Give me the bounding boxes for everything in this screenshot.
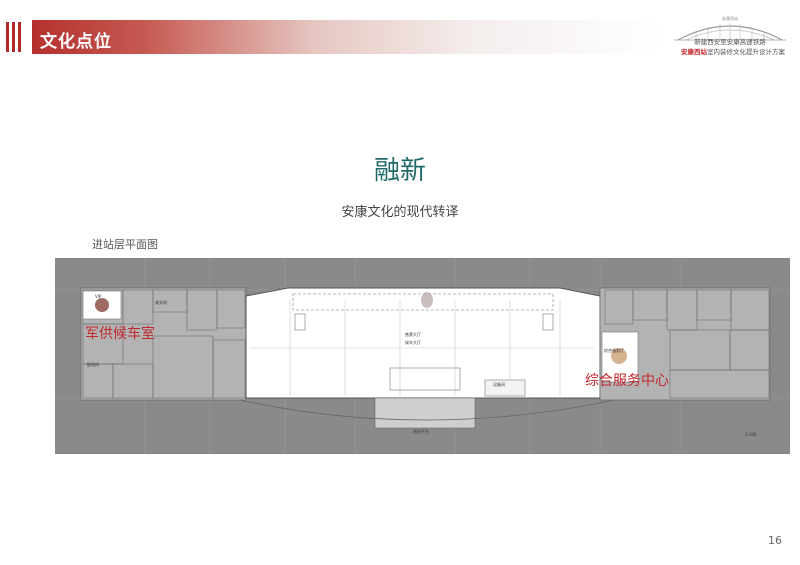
floor-plan: 售票大厅 候车大厅 进站平台 综合服务厅 VIP 配电间 乘务间 设备间 1:1…	[55, 258, 790, 454]
logo-project-name: 新建西安至安康高速铁路	[694, 38, 766, 46]
page-number: 16	[768, 534, 782, 547]
logo-plan-name: 室内装修文化提升设计方案	[707, 48, 785, 56]
logo-station-name: 安康西站	[681, 48, 707, 56]
label-service-center: 综合服务中心	[585, 373, 669, 389]
station-logo-icon: 安康西站	[674, 15, 786, 41]
room-label-entry-platform: 进站平台	[413, 428, 429, 434]
label-military-waiting-room: 军供候车室	[85, 325, 155, 342]
section-title: 文化点位	[40, 32, 112, 52]
subtitle: 安康文化的现代转译	[341, 205, 459, 220]
plan-caption: 进站层平面图	[92, 238, 158, 251]
room-label-crew-room: 乘务间	[155, 299, 167, 305]
floor-plan-drawing: 售票大厅 候车大厅 进站平台 综合服务厅 VIP 配电间 乘务间 设备间 1:1…	[55, 258, 790, 454]
room-label-service-hall: 综合服务厅	[604, 347, 624, 353]
logo-mark-text: 安康西站	[722, 15, 738, 21]
room-label-equipment-room: 设备间	[493, 381, 505, 387]
plan-scale-label: 1:100	[745, 432, 757, 437]
room-label-power-room: 配电间	[87, 361, 99, 367]
room-label-ticket-hall: 售票大厅	[405, 331, 421, 337]
room-label-waiting-hall: 候车大厅	[405, 339, 421, 345]
main-title: 融新	[373, 156, 426, 186]
room-label-vip: VIP	[95, 294, 102, 299]
header-title-band	[32, 20, 662, 54]
logo-subtitle: 安康西站室内装修文化提升设计方案	[668, 46, 798, 56]
